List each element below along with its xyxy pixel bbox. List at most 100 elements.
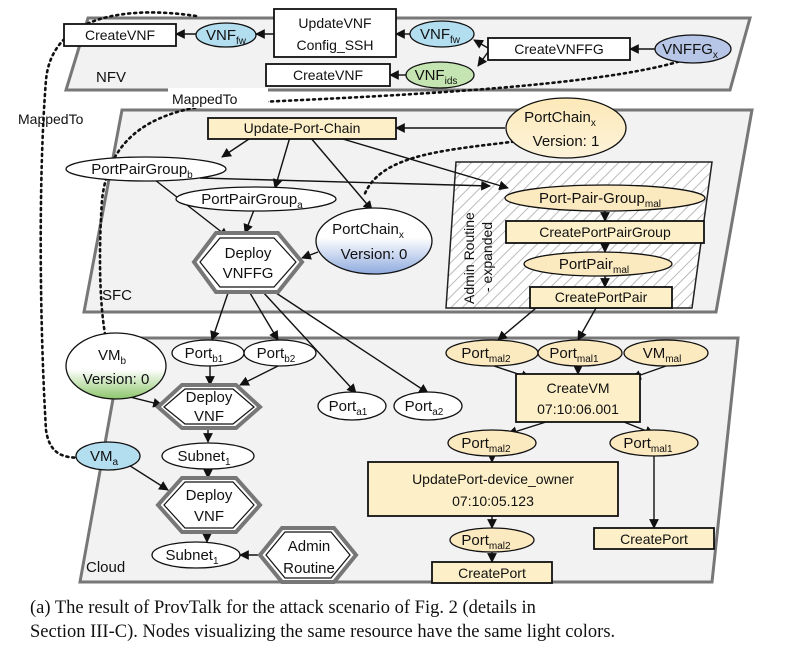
- svg-text:VNFfw: VNFfw: [206, 27, 247, 47]
- port-mal1-top-sub: mal1: [577, 354, 599, 365]
- port-pair-group-a-node: PortPairGroupa: [175, 186, 337, 212]
- port-b2-base: Port: [257, 345, 285, 362]
- admin-routine-label-1: Admin Routine: [461, 212, 477, 304]
- update-port-device-owner-time: 07:10:05.123: [452, 493, 534, 509]
- svg-text:VNFids: VNFids: [415, 67, 458, 87]
- svg-text:Portmal1: Portmal1: [623, 435, 673, 455]
- port-chain-v1-sub: x: [591, 118, 596, 129]
- port-mal1-top-base: Port: [549, 345, 577, 362]
- svg-text:VNFfw: VNFfw: [420, 26, 461, 46]
- vnf-ids-sub: ids: [445, 76, 458, 87]
- create-port-pair-group-node: CreatePortPairGroup: [505, 220, 705, 244]
- vnf-fw-left-base: VNF: [206, 27, 236, 44]
- update-port-chain-label: Update-Port-Chain: [244, 120, 361, 136]
- port-b1-sub: b1: [212, 354, 224, 365]
- port-pair-mal-sub: mal: [613, 265, 629, 276]
- port-chain-v0-base: PortChain: [332, 221, 399, 238]
- vm-mal-sub: mal: [665, 354, 681, 365]
- mapped-to-label-top: MappedTo: [172, 91, 238, 107]
- svg-text:PortPairmal: PortPairmal: [559, 256, 629, 276]
- subnet-upper-sub: 1: [225, 457, 231, 468]
- mapped-to-label-left: MappedTo: [18, 111, 84, 127]
- create-vnf-top-label: CreateVNF: [85, 27, 155, 43]
- update-port-chain-node: Update-Port-Chain: [207, 117, 397, 140]
- port-mal2-low-base: Port: [461, 532, 489, 549]
- vm-mal-node: VMmal: [623, 339, 709, 367]
- provenance-diagram: NFV SFC Cloud Admin Routine - expanded: [18, 8, 754, 584]
- subnet-lower-sub: 1: [213, 556, 219, 567]
- deploy-vnf-upper-node: Deploy VNF: [155, 383, 263, 430]
- deploy-vnf-lower-label-1: Deploy: [186, 487, 233, 504]
- figure-caption: (a) The result of ProvTalk for the attac…: [30, 596, 790, 644]
- deploy-vnf-lower-label-2: VNF: [194, 508, 224, 525]
- vnf-fw-left-sub: fw: [236, 36, 247, 47]
- create-vnffg-label: CreateVNFFG: [514, 41, 603, 57]
- port-chain-v1-version: Version: 1: [533, 133, 600, 150]
- port-chain-v1-base: PortChain: [524, 109, 591, 126]
- svg-text:PortPairGroupa: PortPairGroupa: [201, 191, 303, 211]
- deploy-vnf-upper-label-2: VNF: [194, 408, 224, 425]
- vnf-fw-right-sub: fw: [450, 35, 461, 46]
- create-port-left-node: CreatePort: [431, 561, 553, 584]
- svg-text:Portmal2: Portmal2: [461, 532, 511, 552]
- svg-text:VMmal: VMmal: [643, 345, 682, 365]
- port-chain-v0-node: PortChainx Version: 0: [315, 207, 433, 275]
- sfc-plane-label: SFC: [102, 287, 132, 304]
- create-vm-node: CreateVM 07:10:06.001: [515, 373, 641, 423]
- deploy-vnffg-node: Deploy VNFFG: [191, 231, 305, 294]
- update-port-device-owner-label: UpdatePort-device_owner: [412, 471, 574, 487]
- vnf-fw-left-node: VNFfw: [195, 22, 257, 48]
- vnf-fw-right-node: VNFfw: [409, 20, 475, 48]
- svg-text:Subnet1: Subnet1: [165, 547, 219, 567]
- caption-line-2: Section III-C). Nodes visualizing the sa…: [30, 622, 616, 642]
- svg-text:VMa: VMa: [90, 448, 119, 468]
- vm-b-version: Version: 0: [83, 371, 150, 388]
- vm-a-sub: a: [112, 457, 118, 468]
- port-pair-group-b-sub: b: [187, 170, 193, 181]
- create-port-pair-node: CreatePortPair: [529, 286, 673, 309]
- port-pair-group-mal-base: Port-Pair-Group: [539, 190, 645, 207]
- port-mal1-mid-node: Portmal1: [609, 429, 699, 457]
- vnf-ids-node: VNFids: [405, 61, 475, 89]
- port-pair-group-b-node: PortPairGroupb: [65, 156, 227, 182]
- caption-line-1: (a) The result of ProvTalk for the attac…: [30, 598, 536, 618]
- deploy-vnffg-label-2: VNFFG: [223, 265, 274, 282]
- svg-text:Porta2: Porta2: [405, 398, 444, 418]
- svg-text:Porta1: Porta1: [329, 398, 368, 418]
- deploy-vnf-upper-label-1: Deploy: [186, 389, 233, 406]
- port-b2-sub: b2: [284, 354, 296, 365]
- vm-b-sub: b: [120, 356, 126, 367]
- vm-b-node: VMb Version: 0: [65, 332, 167, 400]
- svg-text:PortPairGroupb: PortPairGroupb: [91, 161, 193, 181]
- create-port-left-label: CreatePort: [458, 565, 526, 581]
- deploy-vnf-lower-node: Deploy VNF: [155, 476, 263, 534]
- create-port-right-node: CreatePort: [593, 527, 715, 550]
- port-mal1-mid-sub: mal1: [651, 444, 673, 455]
- port-a2-sub: a2: [432, 407, 444, 418]
- port-a1-node: Porta1: [317, 391, 387, 421]
- vnf-ids-base: VNF: [415, 67, 445, 84]
- port-mal2-mid-sub: mal2: [489, 444, 511, 455]
- svg-text:PortChainx: PortChainx: [524, 109, 596, 129]
- update-vnf-label-2: Config_SSH: [296, 37, 373, 53]
- create-vm-time: 07:10:06.001: [537, 401, 619, 417]
- create-vnf-top-node: CreateVNF: [63, 23, 177, 47]
- create-vnf-bottom-label: CreateVNF: [293, 67, 363, 83]
- vnffg-x-sub: x: [713, 50, 718, 61]
- svg-text:PortChainx: PortChainx: [332, 221, 404, 241]
- port-mal2-low-sub: mal2: [489, 541, 511, 552]
- port-pair-mal-node: PortPairmal: [523, 251, 673, 277]
- port-mal2-mid-base: Port: [461, 435, 489, 452]
- svg-text:Portb1: Portb1: [185, 345, 224, 365]
- vnffg-x-node: VNFFGx: [654, 34, 732, 64]
- port-b1-node: Portb1: [171, 339, 245, 367]
- port-pair-group-a-sub: a: [297, 200, 303, 211]
- port-a2-base: Port: [405, 398, 433, 415]
- port-mal2-low-node: Portmal2: [449, 527, 535, 553]
- cloud-plane-label: Cloud: [86, 559, 125, 576]
- port-a2-node: Porta2: [393, 391, 463, 421]
- port-pair-group-mal-node: Port-Pair-Groupmal: [504, 184, 706, 212]
- update-port-device-owner-node: UpdatePort-device_owner 07:10:05.123: [367, 461, 619, 517]
- create-port-right-label: CreatePort: [620, 531, 688, 547]
- port-mal2-top-base: Port: [461, 345, 489, 362]
